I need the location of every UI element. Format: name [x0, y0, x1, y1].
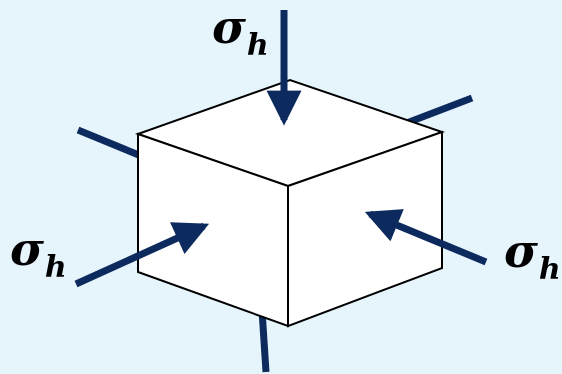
stress-arrow-right: [364, 209, 488, 266]
sigma-h-label-left: σh: [10, 222, 67, 285]
stress-arrow-bottom: [258, 309, 270, 373]
sigma-h-label-right: σh: [504, 224, 561, 287]
sigma-h-label-top: σh: [212, 0, 269, 63]
stress-arrow-left: [74, 222, 210, 288]
cube: [134, 78, 446, 328]
stress-arrow-back-right: [402, 94, 474, 128]
stress-arrow-back-left: [76, 126, 148, 162]
